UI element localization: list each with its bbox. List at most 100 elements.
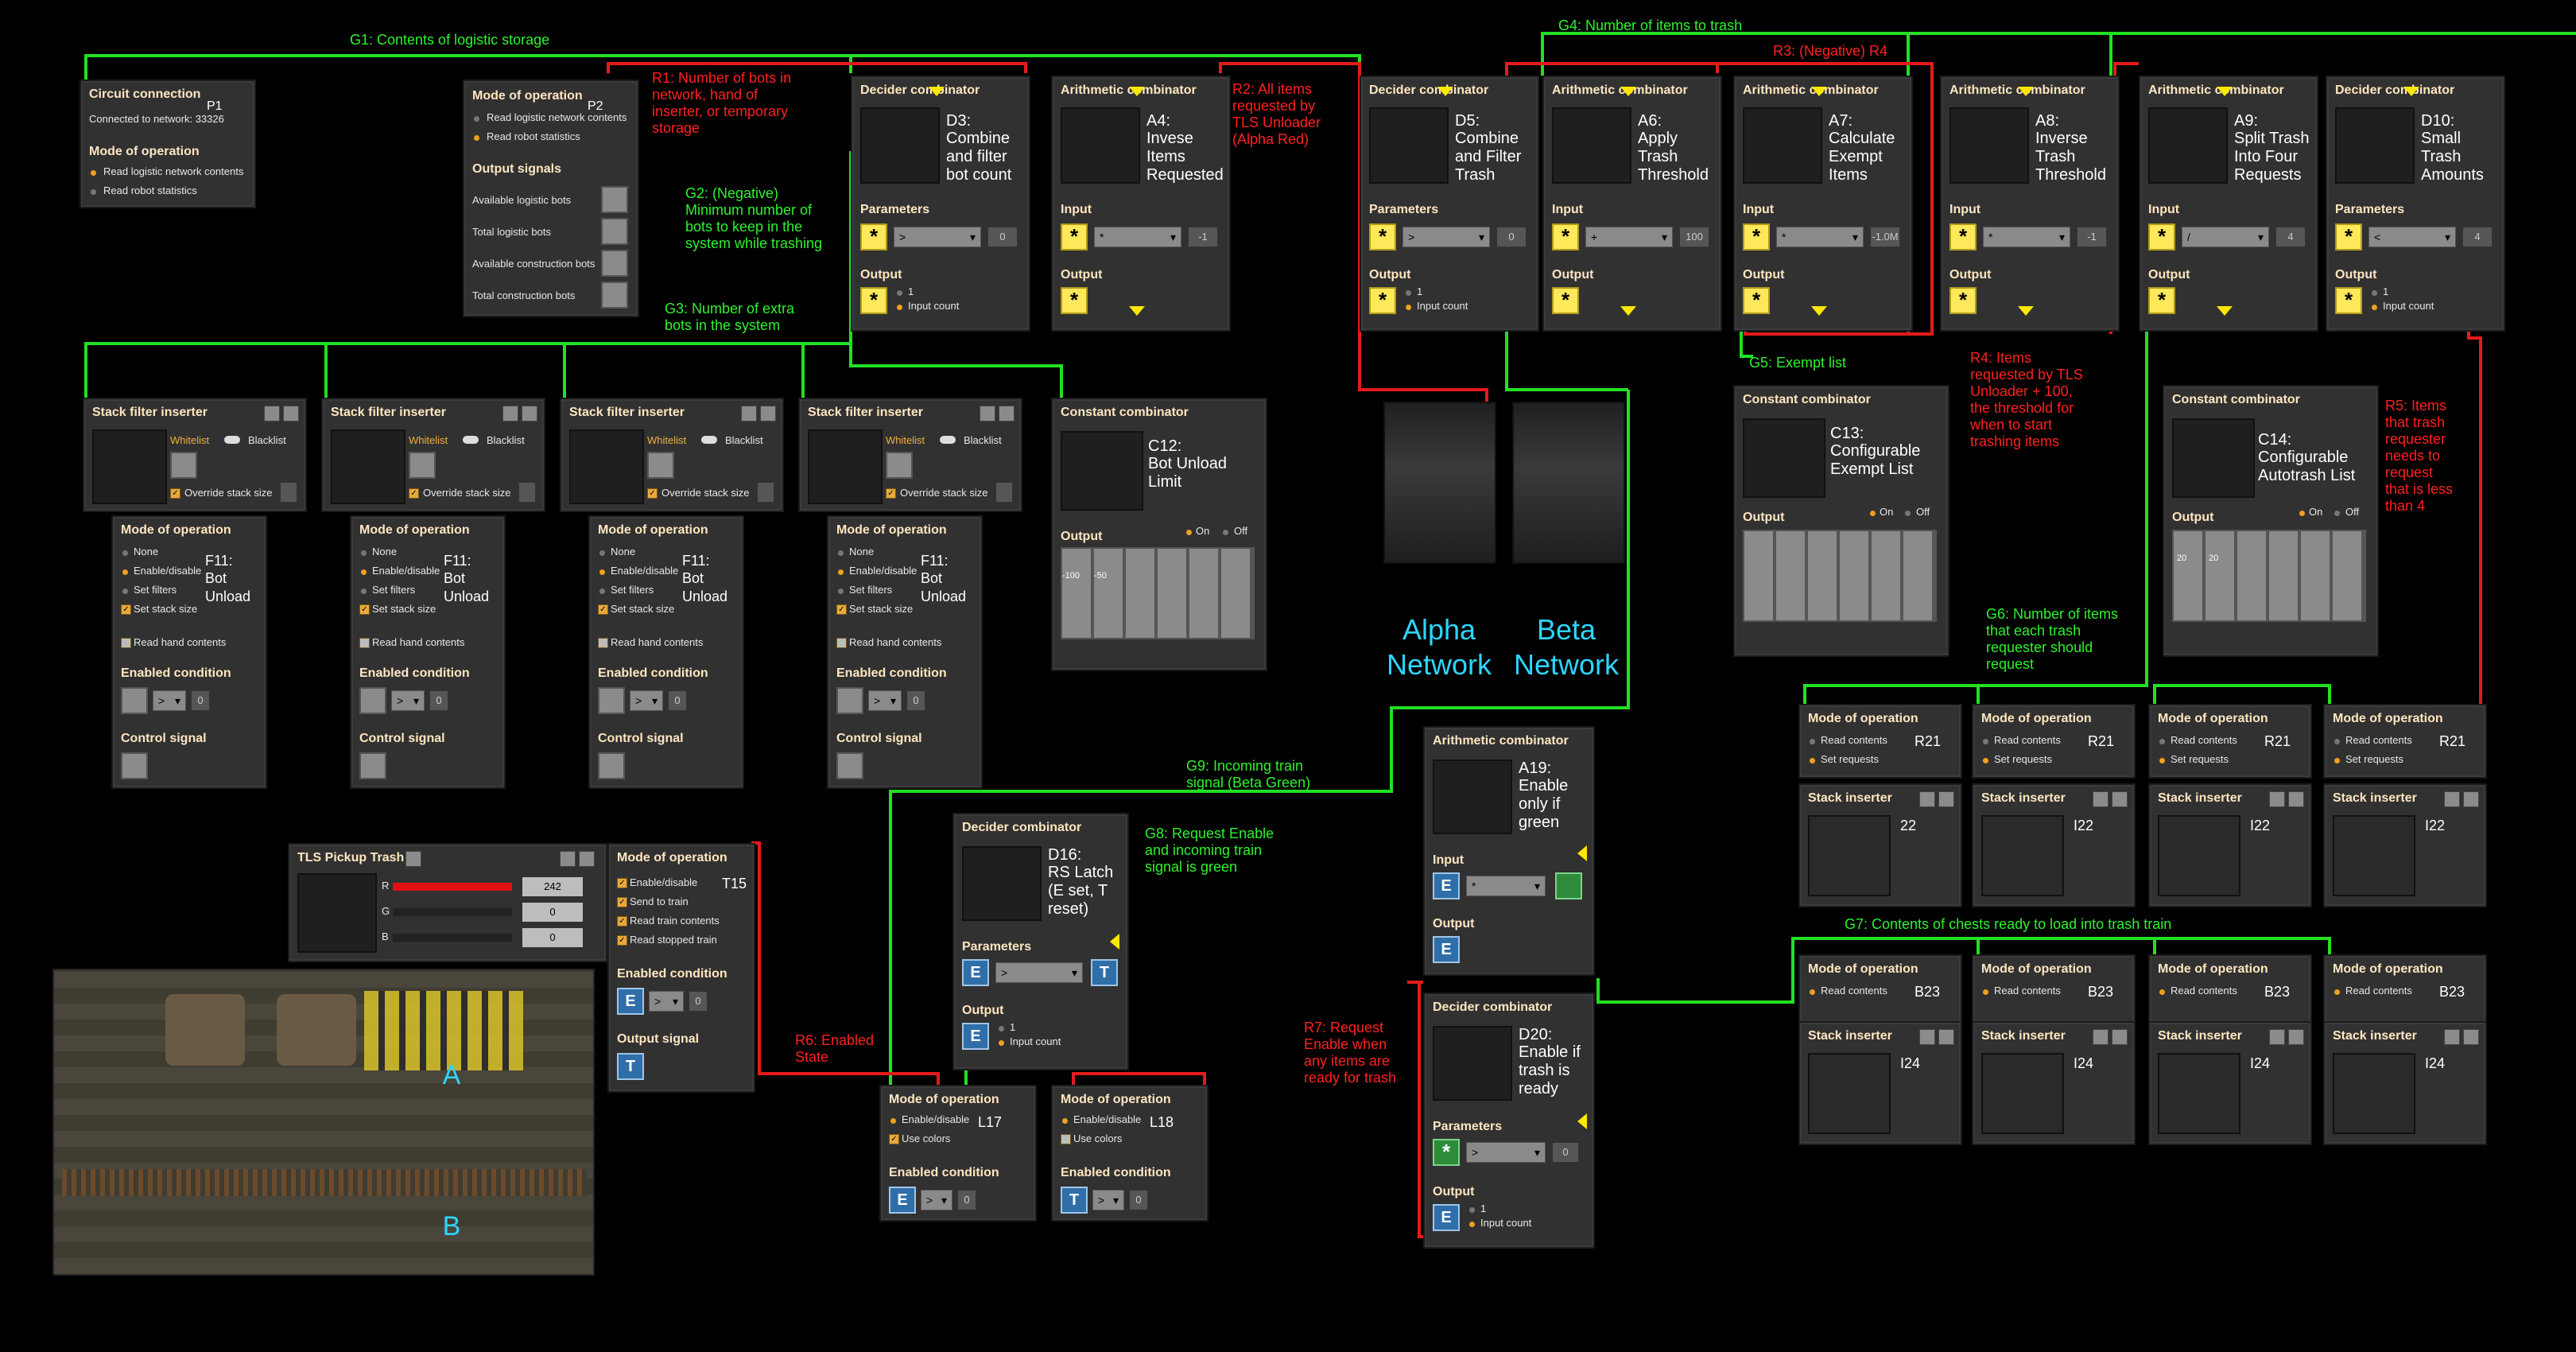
override-check[interactable]: ✓ bbox=[647, 488, 658, 499]
combinator-output-signal-icon[interactable]: * bbox=[860, 287, 887, 314]
whitelist-toggle[interactable] bbox=[463, 436, 479, 444]
p2-slot4-construction-bot-icon[interactable] bbox=[601, 282, 628, 309]
combinator-any-signal-icon[interactable]: * bbox=[1949, 223, 1977, 251]
mode-none-radio[interactable] bbox=[361, 550, 367, 556]
l17-sig-e[interactable]: E bbox=[889, 1187, 916, 1214]
combinator-output-signal-icon[interactable]: * bbox=[2335, 287, 2362, 314]
wire-icon[interactable] bbox=[264, 406, 280, 422]
d20-sig-any[interactable]: * bbox=[1433, 1139, 1460, 1166]
setr-radio[interactable] bbox=[1810, 758, 1815, 763]
combinator-out-radio-1[interactable] bbox=[1406, 290, 1411, 296]
wire-icon[interactable] bbox=[980, 406, 995, 422]
readc-radio[interactable] bbox=[2159, 739, 2165, 744]
control-signal-bot-icon[interactable] bbox=[359, 752, 386, 779]
cond-signal-bot-icon[interactable] bbox=[836, 687, 863, 714]
c14-on-radio[interactable] bbox=[2299, 511, 2305, 516]
combinator-any-signal-icon[interactable]: * bbox=[860, 223, 887, 251]
combinator-operator[interactable]: > bbox=[894, 227, 981, 247]
tls-b-slider[interactable] bbox=[393, 934, 512, 942]
d20-val[interactable]: 0 bbox=[1552, 1142, 1579, 1163]
readhand-check[interactable] bbox=[598, 638, 608, 648]
override-check[interactable]: ✓ bbox=[409, 488, 419, 499]
wire-icon[interactable] bbox=[2093, 1029, 2109, 1045]
t15-check2[interactable]: ✓ bbox=[617, 897, 627, 907]
combinator-operator[interactable]: + bbox=[1585, 227, 1673, 247]
d16-sig-t[interactable]: T bbox=[1091, 959, 1118, 986]
combinator-constant[interactable]: 0 bbox=[987, 227, 1018, 247]
combinator-constant[interactable]: -1.0M bbox=[1870, 227, 1900, 247]
a19-sig-e[interactable]: E bbox=[1433, 872, 1460, 899]
wire-icon[interactable] bbox=[2444, 791, 2460, 807]
tls-gv[interactable]: 0 bbox=[522, 902, 584, 923]
control-signal-bot-icon[interactable] bbox=[836, 752, 863, 779]
close-icon[interactable] bbox=[2463, 791, 2479, 807]
t15-val[interactable]: 0 bbox=[689, 991, 708, 1012]
setss-check[interactable]: ✓ bbox=[121, 604, 131, 615]
readhand-check[interactable] bbox=[836, 638, 847, 648]
a19-out-e[interactable]: E bbox=[1433, 936, 1460, 963]
combinator-any-signal-icon[interactable]: * bbox=[2148, 223, 2175, 251]
d20-out-e[interactable]: E bbox=[1433, 1204, 1460, 1231]
readc-radio[interactable] bbox=[2334, 739, 2340, 744]
override-check[interactable]: ✓ bbox=[170, 488, 180, 499]
mode-setf-radio[interactable] bbox=[838, 589, 844, 594]
cond-signal-bot-icon[interactable] bbox=[121, 687, 148, 714]
combinator-output-signal-icon[interactable]: * bbox=[2148, 287, 2175, 314]
l18-radio[interactable] bbox=[1062, 1118, 1068, 1124]
close-icon[interactable] bbox=[283, 406, 299, 422]
p2-slot2-logistic-bot-icon[interactable] bbox=[601, 218, 628, 245]
p1-radio-1[interactable] bbox=[91, 170, 96, 176]
combinator-constant[interactable]: 4 bbox=[2275, 227, 2306, 247]
readhand-check[interactable] bbox=[121, 638, 131, 648]
combinator-out-radio-2[interactable] bbox=[2372, 305, 2377, 310]
mode-endis-radio[interactable] bbox=[361, 569, 367, 575]
d16-out-radio1[interactable] bbox=[999, 1026, 1004, 1031]
wire-icon[interactable] bbox=[2444, 1029, 2460, 1045]
combinator-output-signal-icon[interactable]: * bbox=[1552, 287, 1579, 314]
override-value[interactable] bbox=[757, 482, 774, 503]
control-signal-bot-icon[interactable] bbox=[121, 752, 148, 779]
combinator-any-signal-icon[interactable]: * bbox=[1061, 223, 1088, 251]
l17-val[interactable]: 0 bbox=[957, 1190, 976, 1210]
p2-radio-2[interactable] bbox=[474, 135, 479, 141]
l18-op[interactable]: > bbox=[1092, 1190, 1124, 1210]
combinator-constant[interactable]: 4 bbox=[2462, 227, 2493, 247]
close-icon[interactable] bbox=[2288, 791, 2304, 807]
wire-icon[interactable] bbox=[502, 406, 518, 422]
combinator-operator[interactable]: * bbox=[1094, 227, 1181, 247]
cond-signal-bot-icon[interactable] bbox=[598, 687, 625, 714]
a19-op[interactable]: * bbox=[1466, 876, 1546, 896]
tls-rv[interactable]: 242 bbox=[522, 876, 584, 897]
readhand-check[interactable] bbox=[359, 638, 370, 648]
filter-slot-bot-icon[interactable] bbox=[886, 452, 913, 479]
setss-check[interactable]: ✓ bbox=[598, 604, 608, 615]
close-icon[interactable] bbox=[1938, 791, 1954, 807]
mode-endis-radio[interactable] bbox=[838, 569, 844, 575]
mode-endis-radio[interactable] bbox=[122, 569, 128, 575]
readc-radio[interactable] bbox=[2334, 989, 2340, 995]
override-value[interactable] bbox=[280, 482, 297, 503]
combinator-output-signal-icon[interactable]: * bbox=[1949, 287, 1977, 314]
c14-grid[interactable] bbox=[2172, 530, 2366, 622]
l17-op[interactable]: > bbox=[921, 1190, 952, 1210]
cond-val[interactable]: 0 bbox=[668, 690, 687, 711]
close-icon[interactable] bbox=[579, 851, 595, 867]
combinator-out-radio-2[interactable] bbox=[897, 305, 902, 310]
d16-out-radio2[interactable] bbox=[999, 1040, 1004, 1046]
setss-check[interactable]: ✓ bbox=[359, 604, 370, 615]
setr-radio[interactable] bbox=[2334, 758, 2340, 763]
p2-slot1[interactable] bbox=[601, 186, 628, 213]
cond-op[interactable]: > bbox=[868, 690, 902, 711]
cond-op[interactable]: > bbox=[630, 690, 663, 711]
mode-none-radio[interactable] bbox=[122, 550, 128, 556]
t15-out-t[interactable]: T bbox=[617, 1053, 644, 1080]
t15-sig-e[interactable]: E bbox=[617, 988, 644, 1015]
t15-check1[interactable]: ✓ bbox=[617, 878, 627, 888]
readc-radio[interactable] bbox=[1983, 739, 1988, 744]
d20-out-radio2[interactable] bbox=[1469, 1222, 1475, 1227]
t15-check3[interactable]: ✓ bbox=[617, 916, 627, 927]
wire-icon[interactable] bbox=[2269, 1029, 2285, 1045]
c14-off-radio[interactable] bbox=[2334, 511, 2340, 516]
combinator-output-signal-icon[interactable]: * bbox=[1061, 287, 1088, 314]
override-value[interactable] bbox=[518, 482, 536, 503]
